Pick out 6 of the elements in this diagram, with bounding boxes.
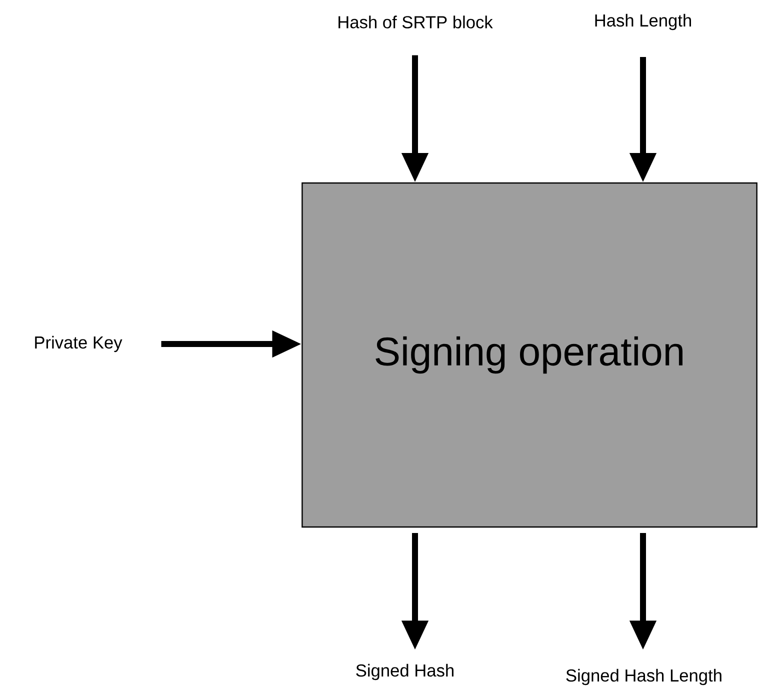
input-label: Signed Hash <box>356 664 454 680</box>
input-label: Signed Hash Length <box>566 668 722 686</box>
input-label: Hash of SRTP block <box>338 16 493 28</box>
input-label: Hash Length <box>595 14 691 30</box>
input-label: Private Key <box>35 336 122 352</box>
process-box: Signing operation <box>302 182 758 528</box>
